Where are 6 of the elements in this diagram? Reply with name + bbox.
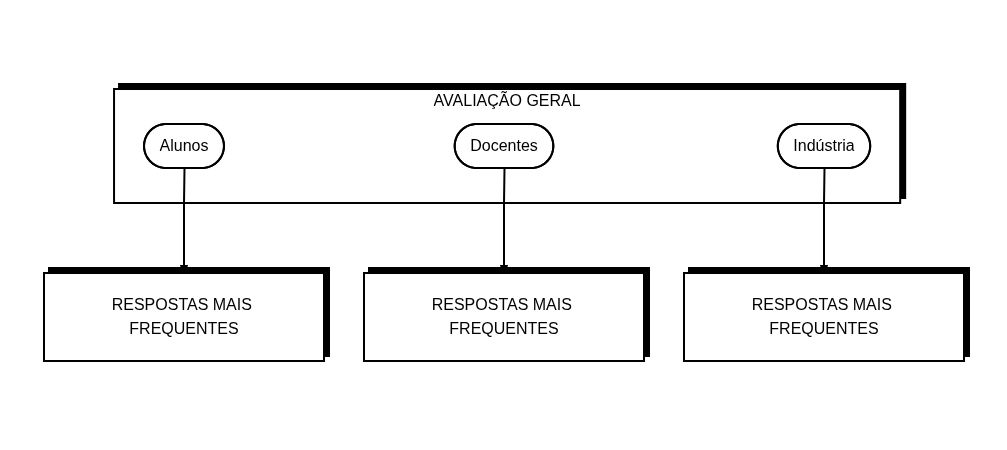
node-box: RESPOSTAS MAIS FREQUENTES	[362, 272, 645, 362]
node-box: RESPOSTAS MAIS FREQUENTES	[42, 272, 325, 362]
arrow	[499, 167, 508, 274]
arrow	[179, 167, 188, 274]
node-box: RESPOSTAS MAIS FREQUENTES	[682, 272, 965, 362]
arrow	[819, 167, 828, 274]
